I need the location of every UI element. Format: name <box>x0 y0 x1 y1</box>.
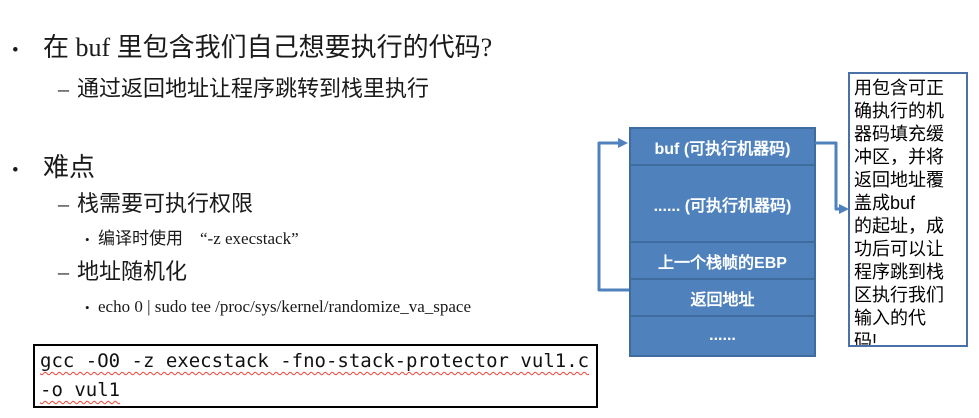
dash-icon: – <box>58 76 69 101</box>
code-box: gcc -O0 -z execstack -fno-stack-protecto… <box>33 344 598 408</box>
stack-diagram: buf (可执行机器码) ...... (可执行机器码) 上一个栈帧的EBP 返… <box>629 127 816 357</box>
bullet-main-1-text: 在 buf 里包含我们自己想要执行的代码? <box>43 33 493 62</box>
bullet-sub-1-text: 通过返回地址让程序跳转到栈里执行 <box>77 76 430 101</box>
dash-icon: – <box>58 259 69 284</box>
stack-row-machine-code: ...... (可执行机器码) <box>631 164 814 241</box>
bullet-sub-3-text: 地址随机化 <box>77 259 188 284</box>
bullet-sub-2-text: 栈需要可执行权限 <box>77 191 254 216</box>
buf-to-callout-arrow <box>815 141 849 214</box>
dash-icon: – <box>58 191 69 216</box>
code-line-1: gcc -O0 -z execstack -fno-stack-protecto… <box>40 350 590 372</box>
stack-row-ellipsis: ...... <box>631 315 814 355</box>
bullet-detail-1: • 编译时使用 “-z execstack” <box>85 228 299 251</box>
bullet-detail-2-text: echo 0 | sudo tee /proc/sys/kernel/rando… <box>98 297 472 316</box>
bullet-dot-icon: • <box>85 232 90 247</box>
bullet-dot-icon: • <box>12 160 19 181</box>
bullet-detail-2: • echo 0 | sudo tee /proc/sys/kernel/rand… <box>85 296 471 319</box>
bullet-main-2: • 难点 <box>12 151 95 187</box>
bullet-main-2-text: 难点 <box>43 153 96 182</box>
bullet-sub-3: –地址随机化 <box>58 258 187 286</box>
stack-row-buf: buf (可执行机器码) <box>654 140 791 158</box>
bullet-main-1: • 在 buf 里包含我们自己想要执行的代码? <box>12 31 492 67</box>
stack-row-return-address: 返回地址 <box>631 278 814 315</box>
bullet-detail-1-text: 编译时使用 “-z execstack” <box>98 229 299 248</box>
callout-box: 用包含可正 确执行的机 器码填充缓 冲区，并将 返回地址覆 盖成buf 的起址，… <box>848 72 968 347</box>
bullet-dot-icon: • <box>12 40 19 61</box>
stack-row-saved-ebp: 上一个栈帧的EBP <box>631 241 814 278</box>
bullet-sub-1: –通过返回地址让程序跳转到栈里执行 <box>58 75 429 103</box>
bullet-sub-2: –栈需要可执行权限 <box>58 190 253 218</box>
return-address-to-buf-arrow <box>597 138 629 292</box>
code-line-2: -o vul1 <box>40 379 121 401</box>
bullet-dot-icon: • <box>85 300 90 315</box>
